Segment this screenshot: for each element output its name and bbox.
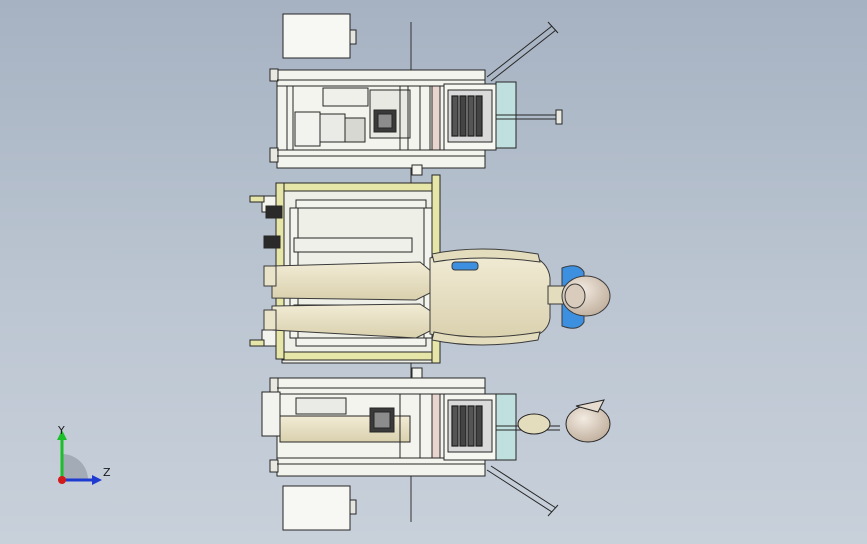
mannequin-figure[interactable]	[263, 248, 611, 346]
bottom-module[interactable]	[261, 367, 611, 531]
secondary-head	[565, 405, 611, 443]
x-axis-dot	[58, 476, 66, 484]
bottom-control-box	[282, 485, 351, 531]
top-control-box	[282, 13, 351, 59]
top-module[interactable]	[269, 13, 563, 176]
coordinate-triad	[57, 430, 102, 485]
z-axis-label: Z	[103, 466, 111, 479]
y-axis-label: Y	[58, 424, 65, 437]
